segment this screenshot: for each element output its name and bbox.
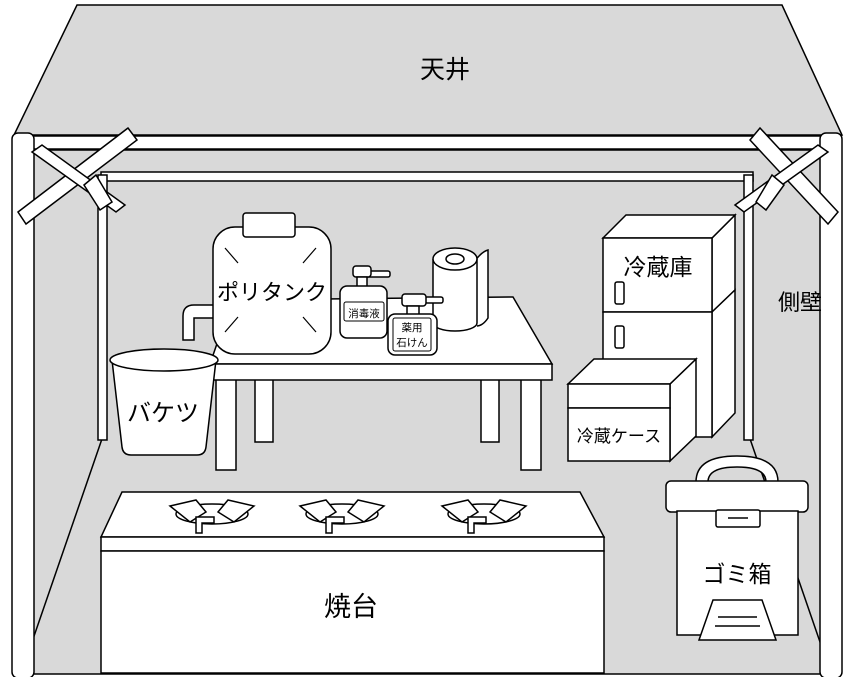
left-back-pole [97,174,108,441]
trash-bin [665,455,809,641]
paper-towel-roll [432,247,489,332]
table-leg [480,377,500,443]
medicated-soap-bottle [387,293,444,356]
cold-case-body [567,407,671,462]
cold-case-label: 冷蔵ケース [577,427,661,447]
back-beam [100,171,754,182]
bucket [109,348,219,456]
stove [99,491,606,674]
bucket-label: バケツ [127,399,199,427]
bucket-body [111,359,217,456]
stove-front-strip [100,536,605,552]
medicated-soap-label-line2: 石けん [396,337,428,349]
right-back-pole [743,174,754,441]
bucket-rim [109,348,219,372]
right-front-pole [819,132,843,677]
burner [440,499,528,534]
polytank-label: ポリタンク [217,281,327,306]
front-beam [19,135,837,150]
cold-case-lid [567,383,671,409]
left-brace-3 [83,173,114,212]
polytank-cap [242,212,296,238]
table-front-edge [209,363,553,381]
cold-case [566,357,698,463]
stove-label: 焼台 [324,592,378,623]
polytank [182,212,332,355]
side-wall-label: 側壁 [778,291,822,316]
disinfectant-label: 消毒液 [348,307,380,320]
medicated-soap-label-line1: 薬用 [402,322,423,334]
table-leg [520,377,542,471]
tent-roof [12,4,844,136]
right-brace-2 [733,144,830,213]
trash-bin-opening [697,599,778,641]
trash-bin-lid [665,480,809,513]
polytank-spout [182,304,216,341]
left-front-pole [11,132,35,677]
refrigerator-handle-lower [614,325,625,349]
ceiling-label: 天井 [420,55,470,84]
table-leg [254,377,274,443]
paper-towel-core [445,253,465,265]
burner [298,499,386,534]
disinfectant-bottle [339,265,391,339]
disinfectant-label-plate [343,301,385,322]
stove-body [100,550,605,674]
refrigerator-label: 冷蔵庫 [624,255,693,281]
burner [168,499,256,534]
refrigerator-side-lower [711,288,736,439]
right-brace-3 [755,173,786,212]
table-leg [215,377,237,471]
refrigerator-top [601,214,737,239]
polytank-shine [224,247,317,333]
tent-frame [11,126,843,677]
trash-bin-label: ゴミ箱 [703,562,772,588]
medicated-soap-label-plate [392,317,432,352]
refrigerator-handle-upper [614,281,625,305]
